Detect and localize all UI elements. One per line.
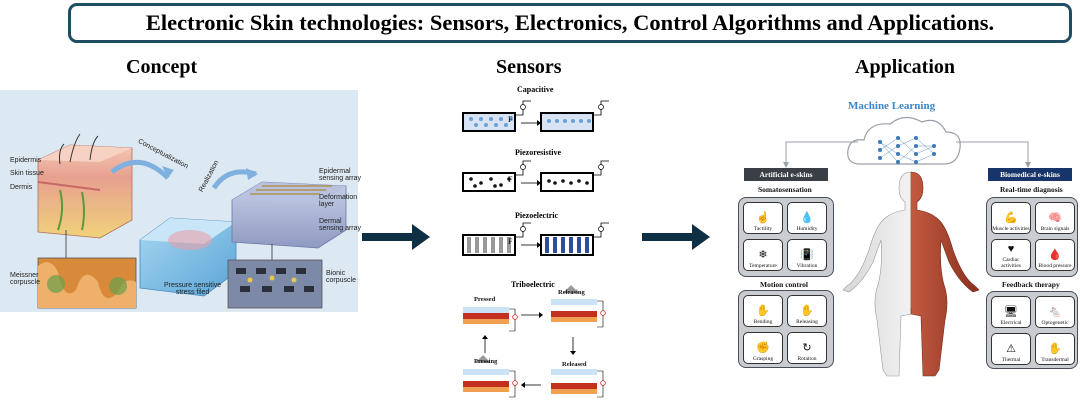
therapy-tile-label: Transdermal — [1041, 357, 1069, 363]
label-epidermis: Epidermis — [10, 157, 42, 164]
hand-patch-icon: ✋ — [1048, 343, 1062, 355]
therapy-tile-label: Thermal — [1001, 357, 1021, 363]
motion-tile-label: Releasing — [796, 319, 818, 325]
label-realtime-diagnosis: Real-time diagnosis — [1000, 185, 1063, 194]
human-body-figure — [842, 171, 980, 377]
motion-control-panel: ✋ Bending ✋ Releasing ✊ Grasping ↻ Rotation — [738, 290, 834, 368]
page-title: Electronic Skin technologies: Sensors, E… — [145, 10, 995, 35]
somatosensation-tile: ❄ Temperature — [743, 239, 783, 271]
concept-drawing — [37, 133, 347, 309]
motion-tile-label: Rotation — [797, 356, 817, 362]
diagnosis-tile-label: Brain signals — [1040, 226, 1070, 232]
arrow-concept-to-sensors — [362, 224, 430, 250]
force-label-piezoelectric: F — [508, 237, 513, 246]
label-skin-tissue: Skin tissue — [10, 170, 44, 177]
rotating-hand-icon: ↻ — [802, 342, 812, 354]
heart-icon: ♥ — [1007, 243, 1015, 255]
label-triboelectric: Triboelectric — [511, 280, 555, 289]
somatosensation-tile: 📳 Vibration — [787, 239, 827, 271]
therapy-tile: ✋ Transdermal — [1035, 333, 1075, 365]
diagnosis-tile-label: Muscle activities — [992, 226, 1030, 232]
piezoelectric-sensor — [462, 222, 609, 256]
motion-tile-label: Grasping — [752, 356, 774, 362]
motion-tile: ↻ Rotation — [787, 332, 827, 364]
label-piezoresistive: Piezoresistive — [515, 148, 562, 157]
muscle-icon: 💪 — [1004, 212, 1018, 224]
warning-icon: ⚠ — [1006, 343, 1016, 355]
force-label-capacitive: F — [508, 115, 513, 124]
therapy-tile: 🐁 Optogenetic — [1035, 296, 1075, 328]
therapy-tile-label: Optogenetic — [1041, 320, 1069, 326]
somatosensation-tile: ☝ Tactility — [743, 202, 783, 234]
diagnosis-tile: 🧠 Brain signals — [1035, 202, 1075, 234]
title-banner: Electronic Skin technologies: Sensors, E… — [68, 3, 1072, 43]
snowflake-sun-icon: ❄ — [758, 249, 768, 261]
bent-finger-icon: ✋ — [756, 305, 770, 317]
diagnosis-tile-label: Cardiac activities — [1001, 257, 1021, 269]
sensors-drawing — [462, 100, 609, 398]
phone-vibration-icon: 📳 — [800, 249, 814, 261]
feedback-therapy-panel: 🖥 Electrical 🐁 Optogenetic ⚠ Thermal ✋ Transder… — [986, 291, 1078, 369]
piezoresistive-sensor — [462, 160, 609, 192]
label-dermis: Dermis — [10, 184, 33, 191]
label-pressing: Pressing — [474, 358, 498, 365]
label-capacitive: Capacitive — [517, 85, 554, 94]
somatosensation-tile-label: Tactility — [753, 226, 773, 232]
therapy-tile: 🖥 Electrical — [991, 296, 1031, 328]
somatosensation-tile: 💧 Humidity — [787, 202, 827, 234]
label-motion-control: Motion control — [760, 280, 808, 289]
artificial-eskins-header: Artificial e-skins — [744, 168, 828, 181]
triboelectric-sensor — [463, 285, 606, 398]
concept-illustration: Epidermis Skin tissue Dermis Conceptuali… — [0, 90, 362, 312]
force-label-piezoresistive: F — [508, 175, 513, 184]
realtime-diagnosis-panel: 💪 Muscle activities 🧠 Brain signals ♥ Cardiac… — [986, 197, 1078, 277]
section-sensors-heading: Sensors — [496, 56, 562, 78]
somatosensation-panel: ☝ Tactility 💧 Humidity ❄ Temperature 📳 Vibratio… — [738, 197, 834, 277]
brain-icon: 🧠 — [1048, 212, 1062, 224]
motion-tile-label: Bending — [753, 319, 773, 325]
biomedical-eskins-header: Biomedical e-skins — [988, 168, 1072, 181]
label-feedback-therapy: Feedback therapy — [1002, 280, 1060, 289]
section-application-heading: Application — [855, 56, 956, 78]
mouse-icon: 🐁 — [1048, 306, 1062, 318]
diagnosis-tile: 🩸 Blood pressure — [1035, 239, 1075, 271]
motion-tile: ✋ Bending — [743, 295, 783, 327]
releasing-hand-icon: ✋ — [800, 305, 814, 317]
therapy-tile: ⚠ Thermal — [991, 333, 1031, 365]
diagnosis-tile: ♥ Cardiac activities — [991, 239, 1031, 271]
ml-cloud-network — [783, 116, 1031, 168]
capacitive-sensor — [462, 100, 609, 132]
somatosensation-tile-label: Humidity — [796, 226, 818, 232]
therapy-tile-label: Electrical — [1000, 320, 1022, 326]
blood-drop-icon: 🩸 — [1048, 249, 1062, 261]
label-somatosensation: Somatosensation — [758, 185, 812, 194]
diagnosis-tile: 💪 Muscle activities — [991, 202, 1031, 234]
section-concept-heading: Concept — [126, 56, 198, 78]
diagnosis-tile-label: Blood pressure — [1038, 263, 1072, 269]
droplet-icon: 💧 — [800, 212, 814, 224]
somatosensation-tile-label: Vibration — [796, 263, 818, 269]
motion-tile: ✊ Grasping — [743, 332, 783, 364]
label-piezoelectric: Piezoelectric — [515, 211, 559, 220]
label-machine-learning: Machine Learning — [848, 100, 936, 112]
motion-tile: ✋ Releasing — [787, 295, 827, 327]
monitor-icon: 🖥 — [1004, 306, 1018, 318]
grasping-hand-icon: ✊ — [756, 342, 770, 354]
hand-touch-icon: ☝ — [756, 212, 770, 224]
somatosensation-tile-label: Temperature — [749, 263, 777, 269]
label-releasing: Releasing — [558, 289, 585, 296]
label-pressed: Pressed — [474, 296, 496, 303]
label-released: Released — [562, 361, 587, 368]
arrow-sensors-to-application — [642, 224, 710, 250]
